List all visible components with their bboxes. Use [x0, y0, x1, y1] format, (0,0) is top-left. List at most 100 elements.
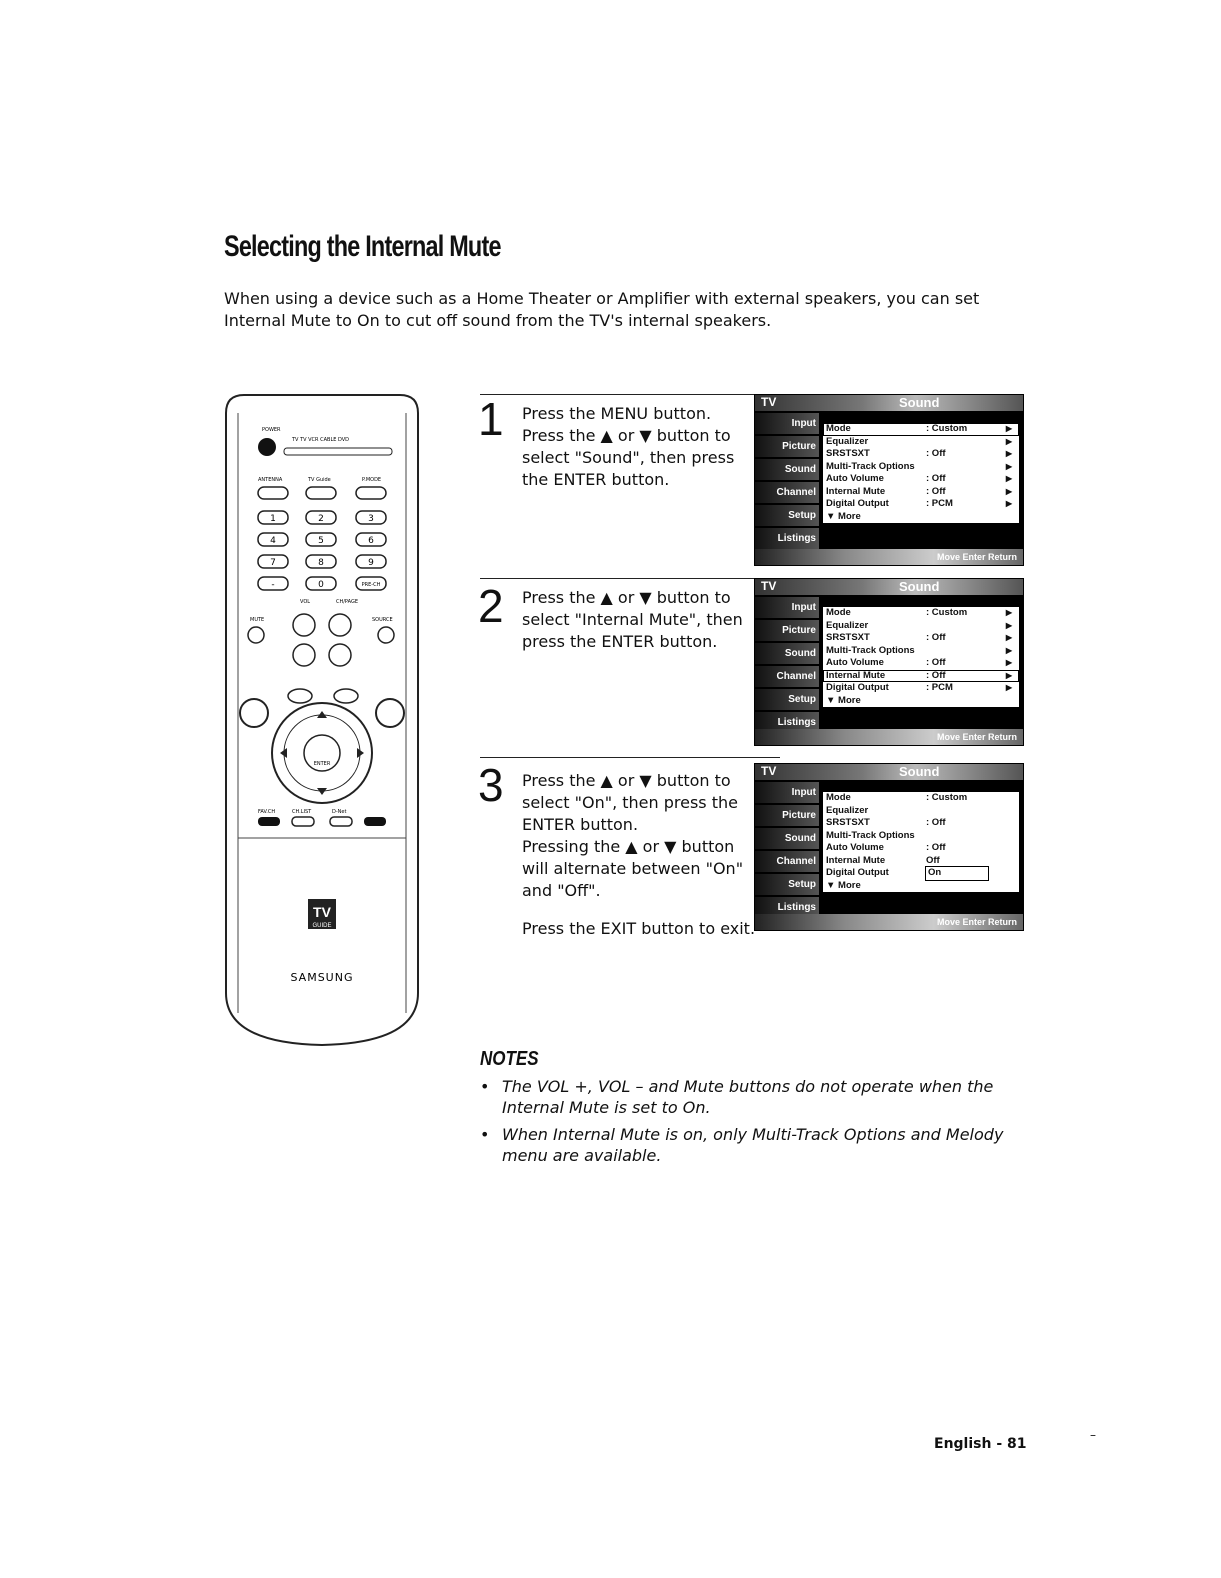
osd-row-name: Internal Mute [826, 485, 886, 497]
digit-4-button[interactable] [257, 532, 289, 547]
power-button[interactable] [258, 438, 276, 456]
left-arrow-icon [280, 748, 287, 758]
digit-6-button[interactable] [355, 532, 387, 547]
osd-screen-3: TV Sound Input Picture Sound Channel Set… [754, 763, 1024, 931]
osd-row-name: Multi-Track Options [826, 460, 915, 472]
osd-side-item: Listings [755, 712, 819, 733]
digit-label: 9 [368, 558, 374, 568]
osd-tv-tag: TV [761, 764, 777, 778]
right-arrow-icon: ▶ [1005, 474, 1012, 483]
osd-row-mode: Mode: Custom▶ [823, 607, 1019, 620]
digit-1-button[interactable] [257, 510, 289, 525]
favch-button[interactable] [258, 817, 280, 826]
vol-down-button[interactable] [292, 643, 316, 667]
right-arrow-icon: ▶ [1005, 620, 1012, 630]
osd-row-value: : Custom [926, 423, 968, 434]
osd-screen-1: TV Sound Input Picture Sound Channel Set… [754, 394, 1024, 566]
osd-panel: Mode: Custom▶ Equalizer▶ SRSTSXT: Off▶ M… [823, 607, 1019, 707]
osd-row-mode: Mode: Custom [823, 792, 1019, 805]
logo-tv-text: TV [313, 904, 332, 920]
enter-label: ENTER [314, 761, 331, 767]
osd-row-digitaloutput: Digital Output: PCM▶ [823, 498, 1019, 511]
step-line: Pressing the ▲ or ▼ button [522, 837, 735, 856]
osd-row-name: Equalizer [826, 435, 869, 447]
mute-button[interactable] [247, 626, 265, 644]
ch-down-button[interactable] [328, 643, 352, 667]
osd-side-item: Channel [755, 482, 819, 503]
step-divider [480, 757, 780, 758]
osd-row-value: : Custom [926, 792, 968, 803]
exit-button[interactable] [375, 698, 405, 728]
dnet-label: D-Net [332, 809, 346, 815]
osd-row-name: Equalizer [826, 619, 869, 631]
right-arrow-icon: ▶ [1005, 486, 1012, 496]
osd-side-item: Setup [755, 689, 819, 710]
osd-heading: Sound [899, 579, 940, 594]
up-arrow-icon [317, 711, 327, 718]
step-divider [480, 394, 780, 395]
antenna-button[interactable] [257, 486, 289, 500]
osd-footer: Move Enter Return [755, 549, 1023, 565]
osd-row-value: : Off [926, 448, 946, 459]
digit-2-button[interactable] [305, 510, 337, 525]
digit-label: 7 [270, 558, 276, 568]
chlist-button[interactable] [291, 816, 315, 827]
osd-row-more: ▼ More [823, 880, 1019, 893]
osd-row-value [926, 436, 996, 449]
osd-row-name: Digital Output [826, 867, 889, 878]
pmode-button[interactable] [355, 486, 387, 500]
osd-row-value [926, 830, 996, 843]
mode-labels: TV TV VCR CABLE DVD [291, 437, 349, 443]
digit-8-button[interactable] [305, 554, 337, 569]
osd-row-name: ▼ More [826, 510, 861, 522]
digit-3-button[interactable] [355, 510, 387, 525]
osd-row-autovolume: Auto Volume: Off [823, 842, 1019, 855]
digit-5-button[interactable] [305, 532, 337, 547]
osd-row-multitrack: Multi-Track Options▶ [823, 645, 1019, 658]
dash-button[interactable] [257, 576, 289, 591]
note-item: The VOL +, VOL – and Mute buttons do not… [480, 1076, 1020, 1118]
osd-row-value: Off [926, 854, 940, 866]
osd-row-name: Digital Output [826, 682, 889, 693]
digit-label: 8 [318, 558, 324, 568]
osd-side-menu: Input Picture Sound Channel Setup Listin… [755, 597, 819, 735]
osd-side-item: Listings [755, 528, 819, 549]
favch-label: FAV.CH [258, 809, 275, 815]
right-arrow-icon: ▶ [1005, 449, 1012, 458]
digit-label: 1 [270, 514, 276, 524]
favorite-button[interactable] [287, 688, 313, 704]
osd-row-name: Auto Volume [826, 657, 884, 668]
source-button[interactable] [377, 626, 395, 644]
prech-button[interactable] [355, 576, 387, 591]
osd-row-equalizer: Equalizer [823, 805, 1019, 818]
osd-row-autovolume: Auto Volume: Off▶ [823, 473, 1019, 486]
ch-up-button[interactable] [328, 613, 352, 637]
right-arrow-icon: ▶ [1005, 683, 1012, 692]
intro-paragraph: When using a device such as a Home Theat… [224, 288, 1024, 332]
osd-row-value: : Custom [926, 607, 968, 618]
enter-button[interactable] [303, 734, 341, 772]
osd-row-value: : Off [926, 817, 946, 828]
color-button[interactable] [364, 817, 386, 826]
osd-row-internalmute: Internal Mute: Off▶ [823, 486, 1019, 499]
digit-7-button[interactable] [257, 554, 289, 569]
step-line: and "Off". [522, 881, 601, 900]
dnet-button[interactable] [329, 816, 353, 827]
direction-pad[interactable] [271, 702, 373, 804]
tvguide-button[interactable] [305, 486, 337, 500]
osd-banner [755, 764, 1023, 780]
digit-9-button[interactable] [355, 554, 387, 569]
menu-button[interactable] [239, 698, 269, 728]
osd-banner [755, 579, 1023, 595]
vol-up-button[interactable] [292, 613, 316, 637]
osd-side-item: Sound [755, 459, 819, 480]
mode-selector[interactable] [283, 447, 393, 456]
step-number: 2 [478, 580, 504, 632]
step-line: select "Internal Mute", then [522, 610, 743, 629]
osd-screen-2: TV Sound Input Picture Sound Channel Set… [754, 578, 1024, 746]
info-button[interactable] [333, 688, 359, 704]
osd-row-value: : Off [926, 669, 946, 681]
osd-row-multitrack: Multi-Track Options▶ [823, 461, 1019, 474]
digit-0-button[interactable] [305, 576, 337, 591]
right-arrow-icon: ▶ [1005, 499, 1012, 508]
